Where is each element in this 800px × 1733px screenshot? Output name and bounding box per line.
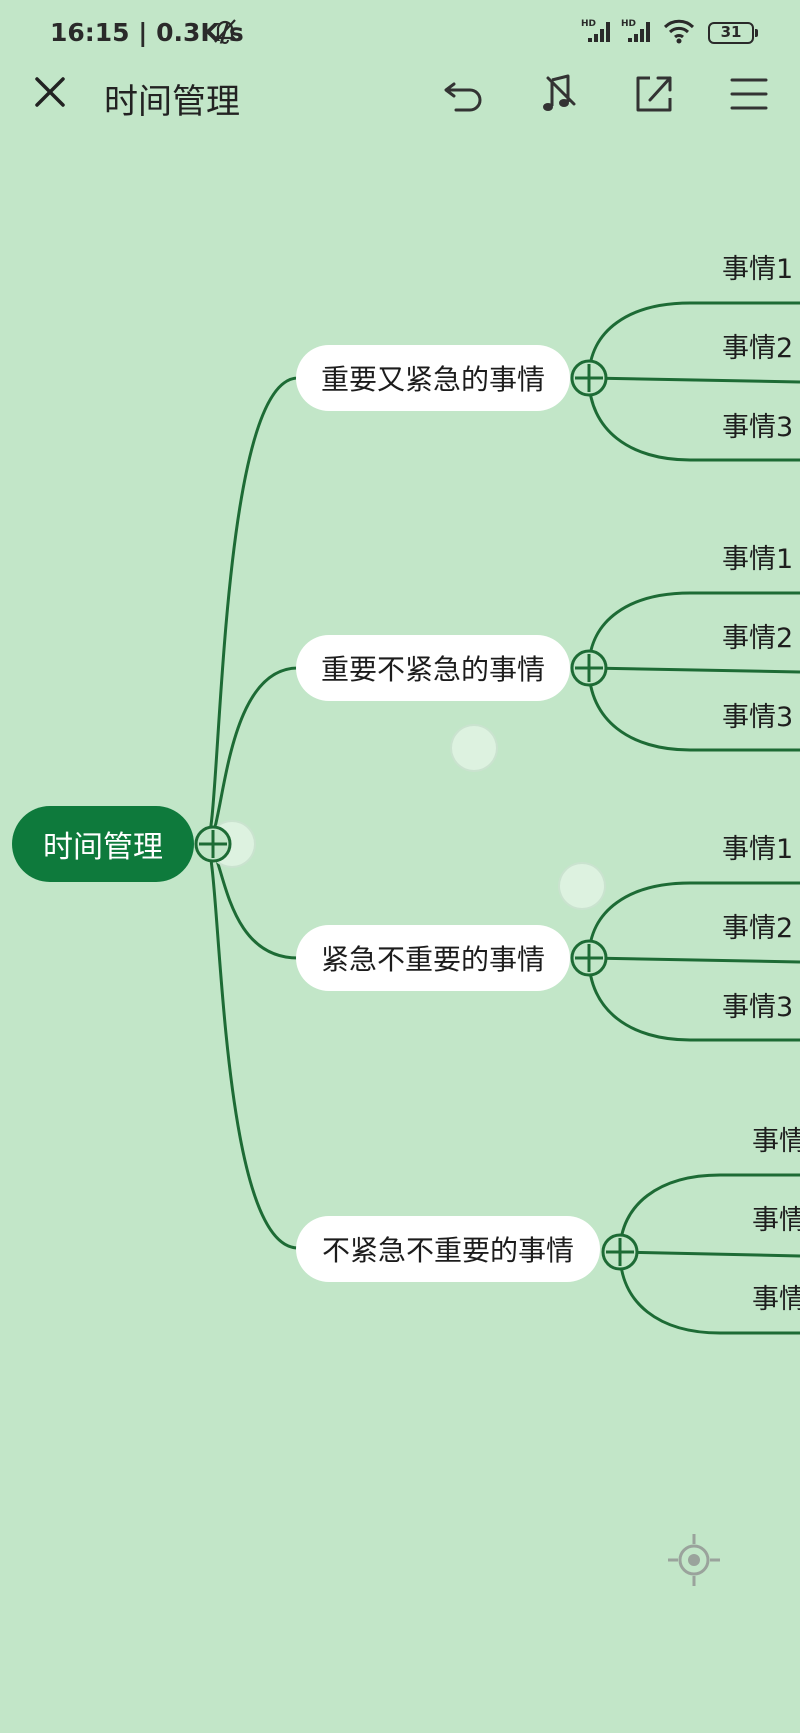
drag-handle[interactable] [450, 724, 498, 772]
leaf-node[interactable]: 事情 [752, 1126, 800, 1157]
leaf-node[interactable]: 事情3 [722, 702, 794, 733]
battery-indicator: 31 [708, 22, 758, 44]
crosshair-icon [668, 1534, 720, 1586]
music-note-icon [543, 74, 576, 111]
svg-text:HD: HD [581, 19, 596, 29]
topic-node[interactable]: 重要不紧急的事情 [296, 635, 570, 701]
svg-text:HD: HD [621, 19, 636, 29]
expand-icon[interactable] [193, 824, 233, 864]
topic-node[interactable]: 重要又紧急的事情 [296, 345, 570, 411]
close-icon [35, 77, 65, 107]
drag-handle[interactable] [558, 862, 606, 910]
menu-icon [730, 78, 768, 110]
leaf-node[interactable]: 事情1 [722, 254, 794, 285]
topic-node[interactable]: 紧急不重要的事情 [296, 925, 570, 991]
page-title: 时间管理 [104, 82, 240, 122]
menu-button[interactable] [725, 70, 773, 118]
share-button[interactable] [630, 70, 678, 118]
collapse-icon[interactable] [569, 358, 609, 398]
collapse-icon[interactable] [569, 648, 609, 688]
locate-button[interactable] [664, 1530, 724, 1590]
share-icon [636, 76, 672, 112]
collapse-icon[interactable] [569, 938, 609, 978]
close-button[interactable] [28, 70, 72, 114]
undo-button[interactable] [440, 70, 488, 118]
hd-signal-icon: HD [580, 16, 614, 50]
hd-signal-icon: HD [620, 16, 654, 50]
leaf-node[interactable]: 事情2 [722, 333, 794, 364]
topic-node-label: 重要不紧急的事情 [320, 653, 545, 686]
leaf-node[interactable]: 事情1 [722, 544, 794, 575]
wifi-icon [662, 16, 696, 50]
topic-node-label: 重要又紧急的事情 [320, 363, 545, 396]
style-button[interactable] [536, 70, 584, 118]
root-node[interactable]: 时间管理 [12, 806, 194, 882]
leaf-node[interactable]: 事情 [752, 1205, 800, 1236]
undo-icon [444, 82, 482, 112]
status-bar: 16:15 | 0.3K/s HD HD 31 [0, 0, 800, 70]
root-node-label: 时间管理 [43, 830, 163, 865]
topic-node-label: 不紧急不重要的事情 [321, 1234, 574, 1267]
collapse-icon[interactable] [600, 1232, 640, 1272]
leaf-node[interactable]: 事情1 [722, 834, 794, 865]
leaf-node[interactable]: 事情 [752, 1284, 800, 1315]
title-bar: 时间管理 [0, 70, 800, 180]
leaf-node[interactable]: 事情2 [722, 913, 794, 944]
leaf-node[interactable]: 事情3 [722, 992, 794, 1023]
topic-node-label: 紧急不重要的事情 [320, 943, 545, 976]
bell-off-icon [210, 16, 240, 50]
leaf-node[interactable]: 事情3 [722, 412, 794, 443]
topic-node[interactable]: 不紧急不重要的事情 [296, 1216, 600, 1282]
leaf-node[interactable]: 事情2 [722, 623, 794, 654]
